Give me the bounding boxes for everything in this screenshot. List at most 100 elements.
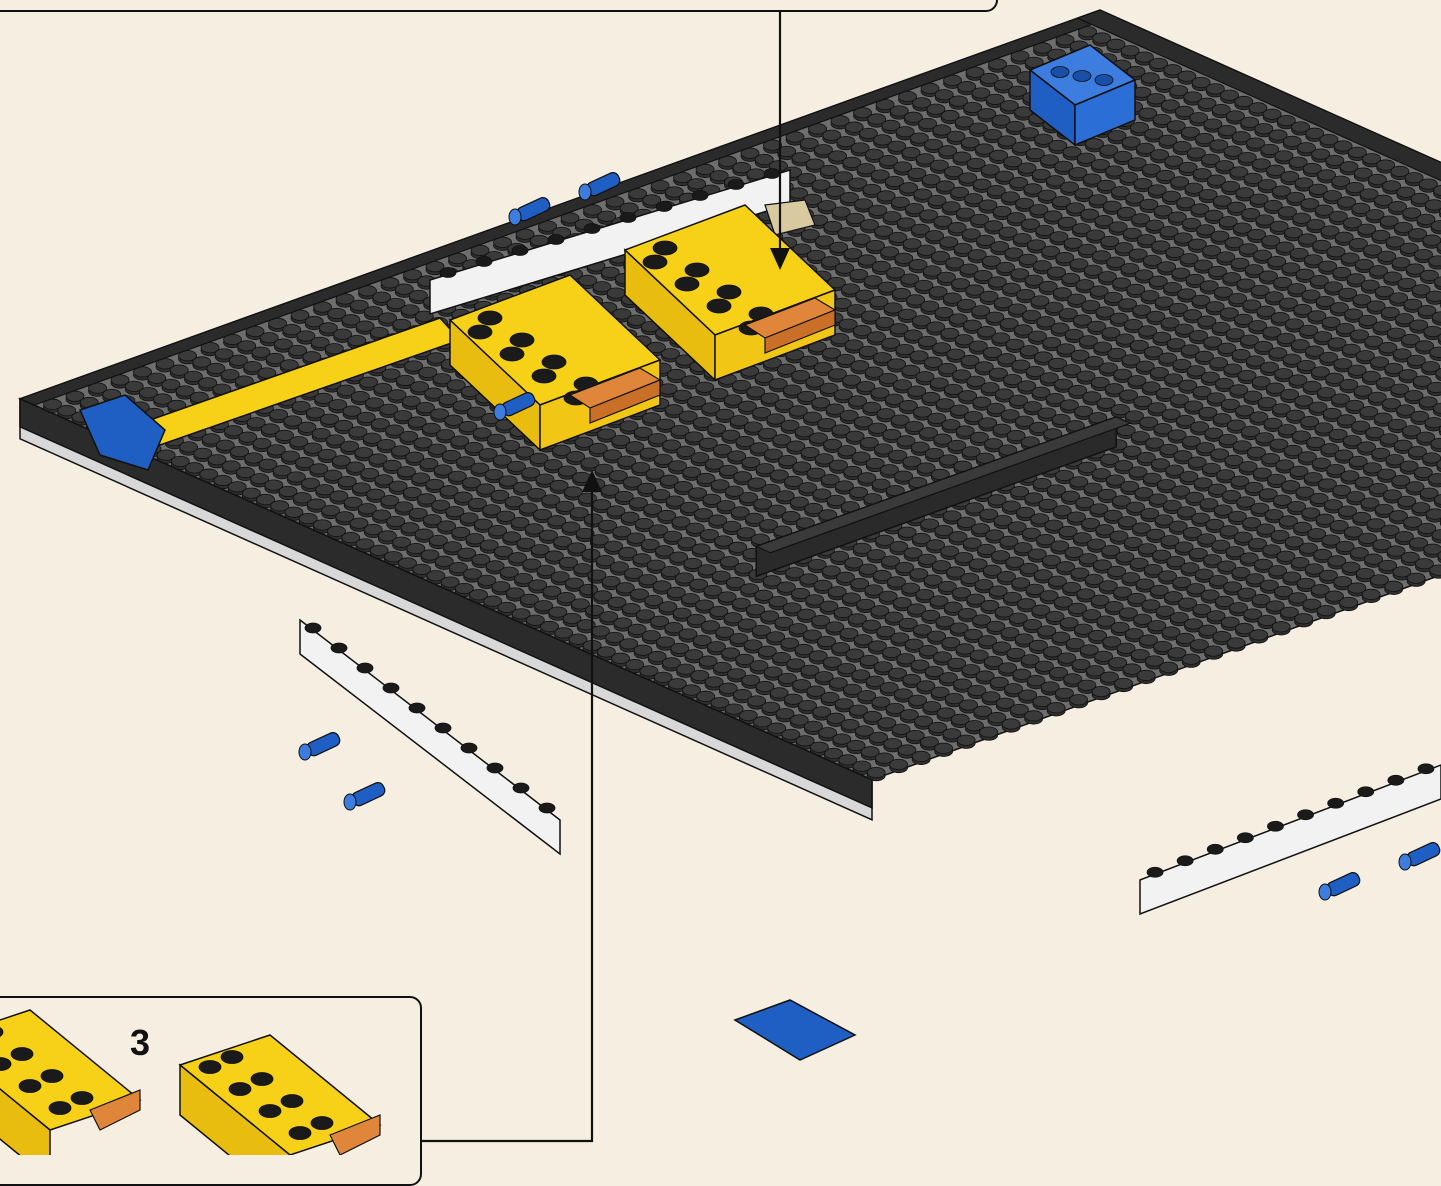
assembly-illustration [0, 0, 1441, 1155]
yellow-brick-stud [717, 285, 741, 299]
baseplate-stud [1431, 220, 1441, 233]
beam-stud [1388, 775, 1404, 785]
baseplate-stud [1070, 694, 1088, 707]
beam-stud [1237, 833, 1253, 843]
beam-stud [305, 623, 321, 633]
yellow-brick-stud [675, 277, 699, 291]
yellow-brick-stud [542, 355, 566, 369]
baseplate-stud [1426, 509, 1441, 522]
baseplate-stud [912, 751, 930, 764]
beam-stud [1298, 810, 1314, 820]
beam-stud [409, 703, 425, 713]
callout-brick-stud [311, 1117, 333, 1130]
baseplate-stud [1002, 719, 1020, 732]
beam-stud [1418, 764, 1434, 774]
callout-brick-stud [41, 1070, 63, 1083]
beam-stud [1358, 787, 1374, 797]
beam-stud [487, 763, 503, 773]
baseplate-stud [1425, 200, 1441, 213]
yellow-brick-stud [653, 241, 677, 255]
callout-brick-stud [11, 1048, 33, 1061]
beam-stud [331, 643, 347, 653]
baseplate-stud [1092, 686, 1110, 699]
baseplate-stud [1227, 638, 1245, 651]
beam-stud [383, 683, 399, 693]
beam-stud [435, 723, 451, 733]
baseplate-stud [1432, 530, 1441, 543]
beam-stud [692, 191, 708, 201]
baseplate-stud [1025, 711, 1043, 724]
baseplate-stud [1047, 703, 1065, 716]
baseplate-stud [1407, 573, 1425, 586]
callout-part-illustration [0, 995, 420, 1155]
yellow-brick-stud [532, 369, 556, 383]
callout-brick-stud [221, 1051, 243, 1064]
callout-brick-stud [259, 1105, 281, 1118]
beam-stud [1147, 867, 1163, 877]
baseplate-stud [1160, 662, 1178, 675]
baseplate-stud [1137, 670, 1155, 683]
beam-stud [512, 246, 528, 256]
callout-brick-stud [251, 1073, 273, 1086]
baseplate-stud [1427, 382, 1441, 395]
beam-stud [440, 268, 456, 278]
baseplate-stud [1182, 654, 1200, 667]
callout-brick-stud [19, 1080, 41, 1093]
yellow-brick-stud [468, 325, 492, 339]
beam-stud [1328, 798, 1344, 808]
beam-stud [1207, 844, 1223, 854]
callout-brick-stud [281, 1095, 303, 1108]
baseplate-stud [1205, 646, 1223, 659]
yellow-brick-stud [500, 347, 524, 361]
beam-stud [764, 169, 780, 179]
baseplate-stud [1340, 597, 1358, 610]
blue-stud [1095, 75, 1113, 86]
baseplate-stud [1430, 565, 1441, 578]
white-technic-beam-right [1140, 765, 1441, 914]
beam-stud [548, 235, 564, 245]
baseplate-stud [1431, 438, 1441, 451]
baseplate-stud [1272, 622, 1290, 635]
baseplate-stud [1429, 256, 1441, 269]
yellow-brick-stud [643, 255, 667, 269]
blue-technic-pin [299, 731, 342, 760]
baseplate-stud [1429, 474, 1441, 487]
baseplate-stud [1385, 581, 1403, 594]
yellow-brick-stud [685, 263, 709, 277]
beam-stud [476, 257, 492, 267]
baseplate-stud [1115, 678, 1133, 691]
baseplate-stud [890, 759, 908, 772]
baseplate-stud [957, 735, 975, 748]
baseplate-stud [980, 727, 998, 740]
callout-brick-stud [199, 1061, 221, 1074]
beam-stud [620, 213, 636, 223]
callout-brick-stud [289, 1127, 311, 1140]
beam-stud [1177, 856, 1193, 866]
blue-stud [1073, 71, 1091, 82]
beam-stud [357, 663, 373, 673]
baseplate-stud [1425, 418, 1441, 431]
callout-brick-stud [49, 1102, 71, 1115]
beam-stud [1267, 821, 1283, 831]
blue-technic-pin [1399, 841, 1441, 870]
instruction-page: 3 [0, 0, 1441, 1155]
baseplate-stud [935, 743, 953, 756]
callout-brick-stud [229, 1083, 251, 1096]
beam-stud [539, 803, 555, 813]
baseplate-stud [1432, 312, 1441, 325]
yellow-brick-stud [510, 333, 534, 347]
beam-stud [728, 180, 744, 190]
blue-stud [1051, 67, 1069, 78]
yellow-brick-stud [707, 299, 731, 313]
beam-stud [461, 743, 477, 753]
baseplate-stud [1362, 589, 1380, 602]
blue-technic-pin [344, 781, 387, 810]
baseplate-stud [1317, 605, 1335, 618]
baseplate-stud [1426, 291, 1441, 304]
yellow-brick-stud [478, 311, 502, 325]
blue-corner-plate-front [735, 1000, 855, 1060]
beam-stud [584, 224, 600, 234]
beam-stud [513, 783, 529, 793]
beam-stud [656, 202, 672, 212]
yellow-technic-brick-icon [0, 1010, 140, 1155]
